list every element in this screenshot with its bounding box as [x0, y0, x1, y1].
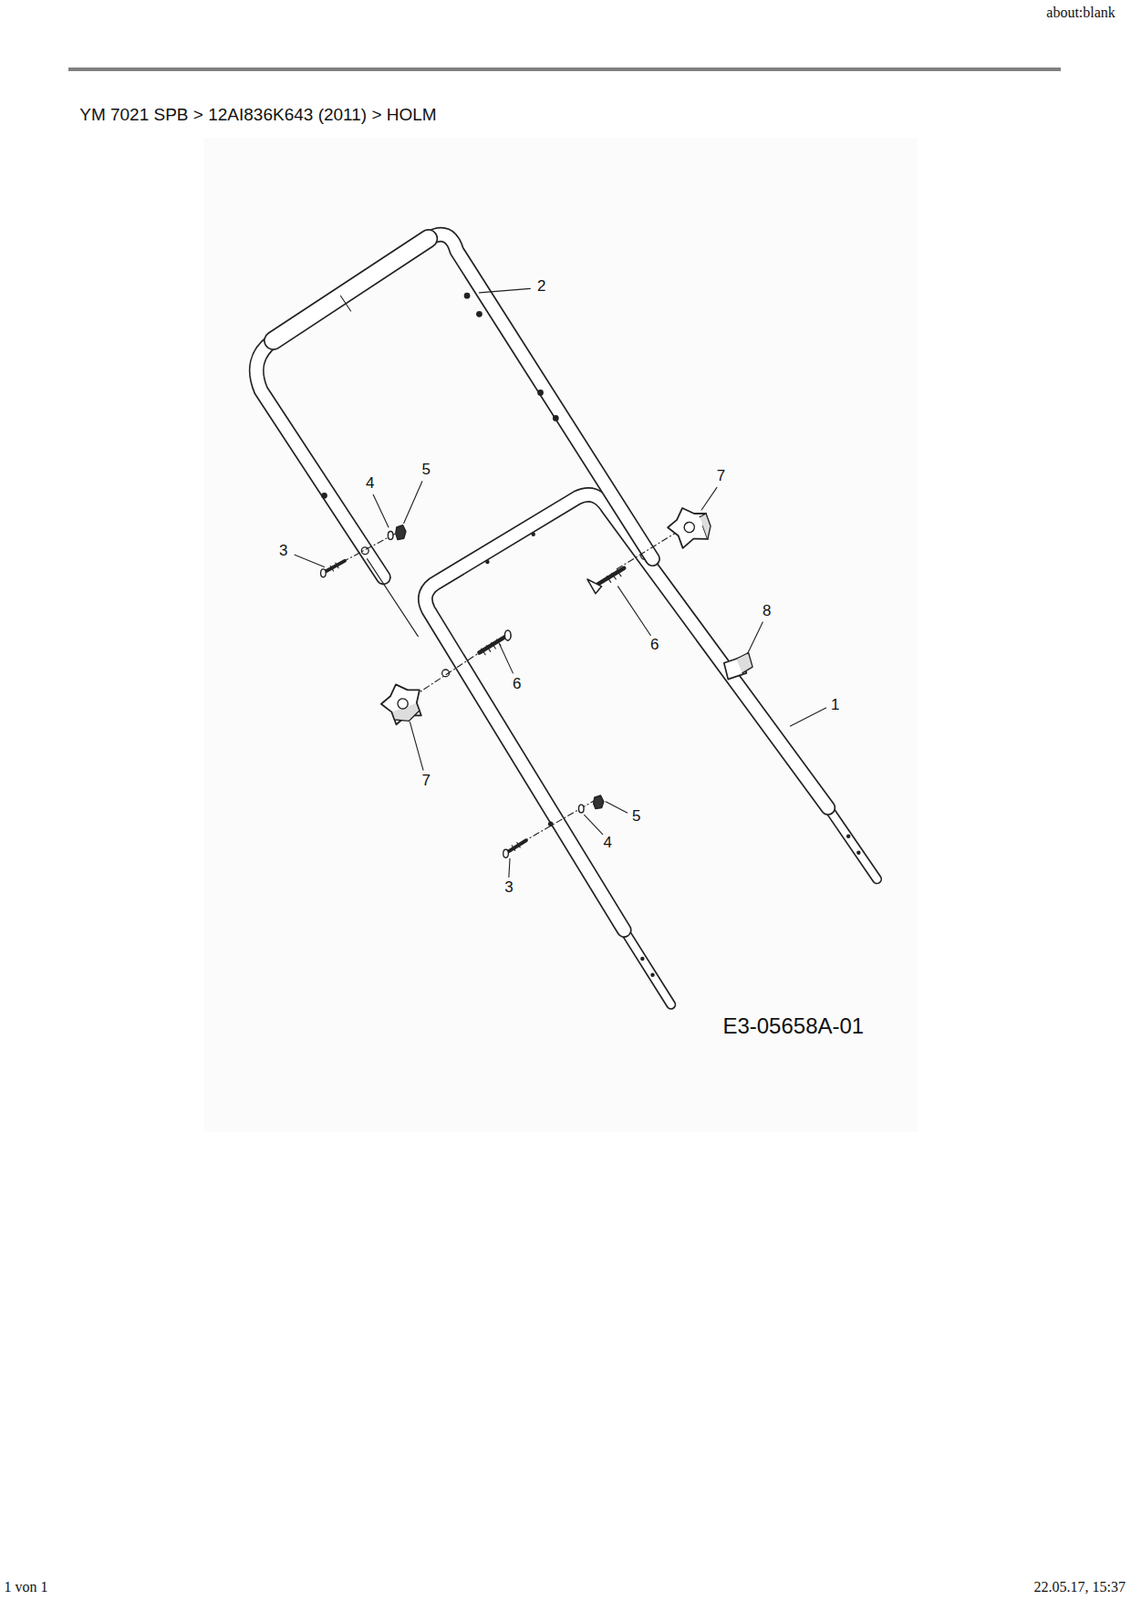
drawing-part	[256, 234, 653, 578]
callout-number: 8	[762, 602, 771, 621]
drawing-part	[789, 707, 826, 727]
drawing-part	[828, 807, 878, 879]
drawing-part	[618, 586, 652, 636]
drawing-part	[736, 653, 753, 674]
drawing-part	[683, 520, 696, 534]
callout-number: 7	[422, 772, 431, 790]
drawing-part	[273, 238, 429, 342]
carriage-bolt	[478, 630, 511, 655]
drawing-part	[324, 560, 345, 572]
drawing-part	[425, 494, 828, 930]
drawing-part	[593, 795, 604, 810]
callout-number: 5	[632, 808, 641, 826]
hex-bolt	[503, 840, 527, 858]
callout-number: 4	[365, 475, 374, 493]
callout-number: 6	[650, 636, 659, 654]
breadcrumb-title: YM 7021 SPB > 12AI836K643 (2011) > HOLM	[79, 105, 437, 125]
callout-number: 4	[603, 834, 613, 852]
drawing-part	[503, 849, 509, 858]
drawing-part	[294, 554, 324, 567]
drawing-part	[273, 238, 429, 342]
assembly-axis	[342, 530, 679, 842]
washer-nut	[387, 525, 603, 813]
drawing-part	[478, 288, 530, 292]
callout-number: 6	[512, 675, 521, 694]
drawing-part	[511, 841, 520, 851]
header-rule	[68, 67, 1061, 72]
callout-number: 2	[537, 278, 546, 296]
drawing-part	[606, 570, 622, 582]
drawing-part	[464, 292, 471, 300]
drawing-part	[597, 568, 624, 585]
drawing-part	[387, 530, 394, 540]
drawing-part	[507, 840, 527, 852]
drawing-part	[623, 930, 671, 1006]
drawing-part	[846, 834, 851, 839]
callout-number: 5	[422, 461, 431, 479]
drawing-part	[330, 562, 339, 571]
drawing-part	[321, 492, 328, 499]
callout-number: 3	[279, 542, 288, 561]
drawing-part	[537, 389, 544, 396]
drawing-part	[481, 639, 501, 655]
page-footer: 1 von 1	[3, 1578, 48, 1596]
hex-bolt	[321, 560, 345, 578]
star-knob	[376, 677, 429, 728]
drawing-part	[623, 930, 671, 1006]
drawing-part	[521, 797, 600, 842]
drawing-part	[605, 801, 627, 813]
drawing-part	[552, 415, 560, 422]
drawing-part	[395, 525, 406, 540]
drawing-part	[321, 569, 327, 578]
drawing-part	[747, 622, 763, 654]
drawing-part	[425, 494, 828, 930]
drawing-part	[485, 560, 489, 564]
drawing-part	[508, 858, 510, 877]
drawing-part	[504, 630, 511, 641]
cable-clip	[724, 653, 753, 680]
drawing-part	[699, 513, 716, 540]
callout-number: 7	[716, 467, 726, 486]
drawing-part	[530, 532, 535, 537]
drawing-code: E3-05658A-01	[722, 1014, 864, 1038]
page-footer: 22.05.17, 15:37	[1034, 1578, 1126, 1596]
browser-url: about:blank	[1046, 4, 1116, 21]
drawing-part	[499, 644, 514, 674]
drawing-part	[828, 807, 878, 879]
drawing-part	[340, 295, 351, 312]
callout-number: 1	[830, 696, 840, 715]
drawing-part	[856, 850, 861, 854]
drawing-part	[578, 804, 584, 813]
carriage-bolt	[587, 568, 624, 594]
drawing-part	[395, 696, 409, 710]
drawing-part	[409, 722, 424, 771]
drawing-part	[373, 494, 389, 528]
drawing-part	[404, 481, 423, 524]
drawing-part	[376, 677, 428, 727]
callout-number: 3	[504, 879, 513, 897]
drawing-part	[413, 653, 480, 697]
drawing-part	[587, 579, 602, 594]
drawing-part	[476, 311, 483, 318]
drawing-part	[584, 814, 603, 834]
drawing-part	[640, 956, 644, 961]
drawing-part	[663, 500, 715, 550]
leader-line	[294, 288, 826, 877]
drawing-part	[256, 234, 653, 578]
drawing-part	[616, 530, 678, 569]
lower-handle	[425, 494, 877, 1005]
upper-handle	[256, 0, 653, 637]
drawing-part	[204, 0, 919, 1132]
star-knob	[663, 500, 715, 550]
drawing-part	[366, 559, 418, 637]
picture-ground	[204, 137, 919, 1132]
drawing-part	[701, 487, 717, 510]
drawing-part	[650, 973, 654, 977]
